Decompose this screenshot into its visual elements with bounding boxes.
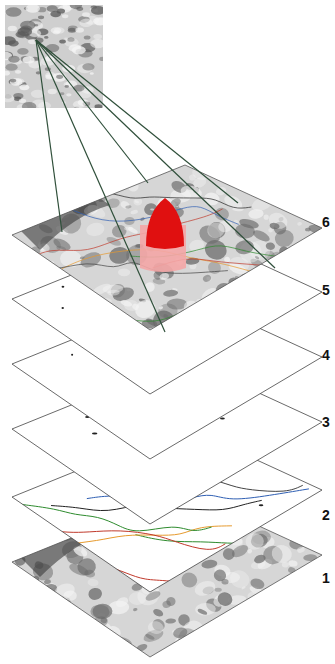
layer-number: 4	[322, 348, 330, 362]
sight-line	[36, 40, 238, 203]
layer-number: 5	[322, 283, 330, 297]
layer-number: 1	[322, 571, 330, 585]
layer-number: 2	[322, 508, 330, 522]
composite-layer	[0, 158, 335, 335]
sight-line	[36, 40, 165, 332]
layer-number: 6	[322, 215, 330, 229]
layer-number: 3	[322, 415, 330, 429]
sight-line	[36, 40, 148, 183]
sight-line	[36, 40, 275, 268]
viewshed-shape	[146, 198, 184, 249]
